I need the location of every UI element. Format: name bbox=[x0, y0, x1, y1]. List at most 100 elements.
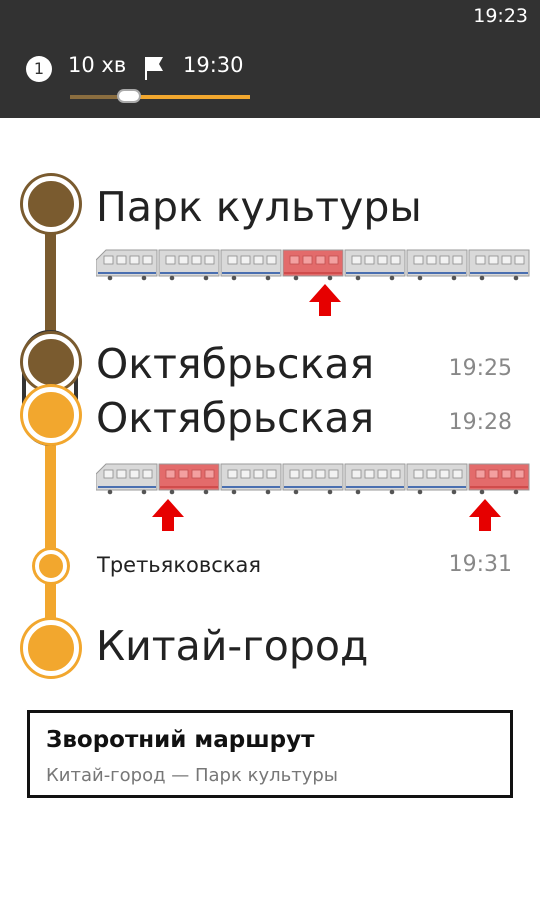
progress-marker bbox=[117, 89, 142, 103]
car-wheel bbox=[513, 489, 519, 495]
transfer-outline bbox=[22, 330, 78, 446]
car-stripe bbox=[160, 272, 218, 274]
car-window bbox=[328, 255, 339, 265]
car-window bbox=[351, 469, 362, 479]
car-wheel bbox=[141, 489, 147, 495]
car-stripe bbox=[346, 272, 404, 274]
car-window bbox=[289, 469, 300, 479]
station-marker-kitay-gorod bbox=[23, 620, 79, 676]
car-window bbox=[514, 255, 525, 265]
car-window bbox=[240, 255, 251, 265]
station-time: 19:28 bbox=[448, 410, 512, 435]
car-wheel bbox=[107, 275, 113, 281]
car-window bbox=[142, 469, 153, 479]
car-stripe bbox=[408, 486, 466, 488]
car-wheel bbox=[513, 275, 519, 281]
car-wheel bbox=[389, 489, 395, 495]
reverse-route-subtitle: Китай-город — Парк культуры bbox=[46, 765, 338, 786]
car-window bbox=[103, 469, 114, 479]
best-car-arrow-icon bbox=[469, 499, 501, 531]
car-window bbox=[103, 255, 114, 265]
car-window bbox=[488, 469, 499, 479]
line-segment-brown bbox=[45, 205, 56, 345]
station-time: 19:31 bbox=[448, 552, 512, 577]
train-diagram bbox=[96, 463, 530, 495]
station-time: 19:25 bbox=[448, 356, 512, 381]
car-window bbox=[426, 469, 437, 479]
car-window bbox=[165, 469, 176, 479]
car-window bbox=[351, 255, 362, 265]
car-wheel bbox=[451, 275, 457, 281]
station-name: Октябрьская bbox=[96, 394, 375, 442]
car-stripe bbox=[222, 272, 280, 274]
car-wheel bbox=[203, 489, 209, 495]
car-wheel bbox=[293, 489, 299, 495]
arrival-time: 19:30 bbox=[183, 53, 244, 77]
car-wheel bbox=[327, 275, 333, 281]
car-stripe bbox=[470, 272, 528, 274]
car-window bbox=[475, 469, 486, 479]
car-wheel bbox=[265, 275, 271, 281]
car-window bbox=[413, 469, 424, 479]
status-clock: 19:23 bbox=[473, 5, 528, 27]
car-window bbox=[364, 469, 375, 479]
car-window bbox=[191, 469, 202, 479]
car-window bbox=[452, 255, 463, 265]
car-stripe bbox=[408, 272, 466, 274]
car-window bbox=[501, 469, 512, 479]
car-window bbox=[315, 255, 326, 265]
car-wheel bbox=[203, 275, 209, 281]
car-window bbox=[501, 255, 512, 265]
car-wheel bbox=[451, 489, 457, 495]
car-window bbox=[302, 469, 313, 479]
car-stripe bbox=[284, 486, 342, 488]
best-car-arrow-icon bbox=[152, 499, 184, 531]
car-wheel bbox=[107, 489, 113, 495]
car-window bbox=[302, 255, 313, 265]
car-wheel bbox=[169, 275, 175, 281]
car-window bbox=[390, 255, 401, 265]
station-name: Китай-город bbox=[96, 622, 369, 670]
car-window bbox=[426, 255, 437, 265]
car-wheel bbox=[231, 489, 237, 495]
trip-progress-bar bbox=[70, 89, 250, 103]
station-marker-oktyabrskaya-2 bbox=[23, 387, 79, 443]
car-stripe bbox=[284, 272, 342, 274]
car-wheel bbox=[355, 489, 361, 495]
trip-duration: 10 хв bbox=[68, 53, 127, 77]
car-window bbox=[364, 255, 375, 265]
station-marker-oktyabrskaya-1 bbox=[23, 334, 79, 390]
changes-count-badge: 1 bbox=[26, 56, 52, 82]
car-window bbox=[266, 255, 277, 265]
progress-done bbox=[70, 95, 130, 99]
car-wheel bbox=[141, 275, 147, 281]
car-window bbox=[240, 469, 251, 479]
station-marker-park-kultury bbox=[23, 176, 79, 232]
car-window bbox=[315, 469, 326, 479]
car-stripe bbox=[222, 486, 280, 488]
car-window bbox=[227, 469, 238, 479]
car-wheel bbox=[265, 489, 271, 495]
car-window bbox=[514, 469, 525, 479]
car-window bbox=[204, 255, 215, 265]
car-wheel bbox=[293, 275, 299, 281]
car-wheel bbox=[479, 489, 485, 495]
car-window bbox=[377, 255, 388, 265]
reverse-route-button[interactable]: Зворотний маршрут Китай-город — Парк кул… bbox=[27, 710, 513, 798]
car-stripe bbox=[160, 486, 218, 488]
car-wheel bbox=[417, 489, 423, 495]
car-window bbox=[488, 255, 499, 265]
car-wheel bbox=[417, 275, 423, 281]
car-window bbox=[439, 255, 450, 265]
train-diagram bbox=[96, 249, 530, 281]
route-header: 19:23 1 10 хв 19:30 bbox=[0, 0, 540, 118]
car-window bbox=[165, 255, 176, 265]
car-stripe bbox=[98, 272, 156, 274]
car-window bbox=[452, 469, 463, 479]
car-wheel bbox=[327, 489, 333, 495]
car-window bbox=[266, 469, 277, 479]
car-window bbox=[289, 255, 300, 265]
car-window bbox=[178, 469, 189, 479]
line-segment-orange bbox=[45, 440, 56, 640]
car-window bbox=[227, 255, 238, 265]
